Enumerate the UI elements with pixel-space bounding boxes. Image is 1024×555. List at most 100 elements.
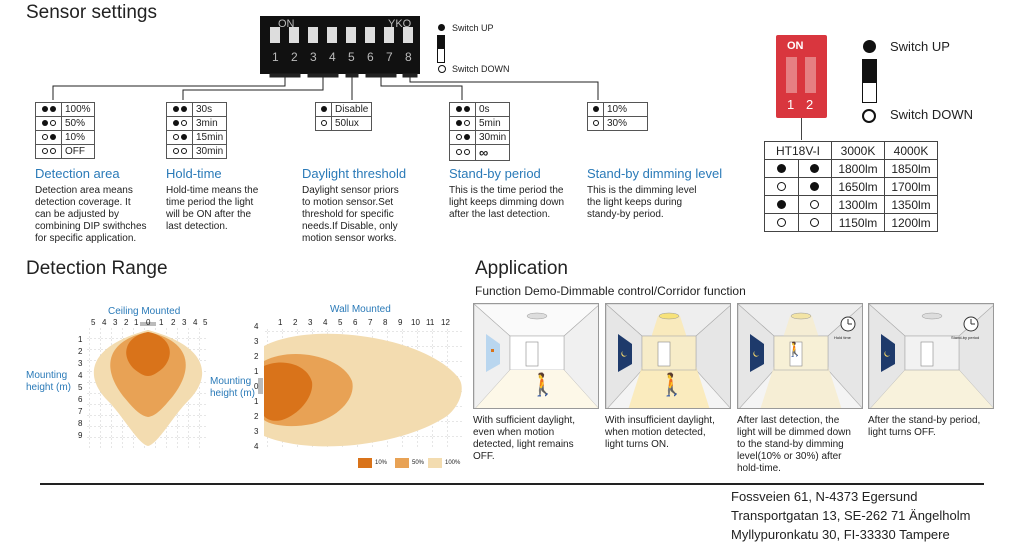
table-row: ∞ — [449, 144, 511, 161]
table-row: Disable — [315, 102, 373, 117]
ht18-chip-num: 2 — [806, 97, 814, 112]
ht18-switch-down-label: Switch DOWN — [890, 107, 974, 122]
table-row: 0s — [449, 102, 511, 117]
table-row: HT18V-I 3000K 4000K — [764, 141, 938, 160]
table-row: 15min — [166, 130, 228, 145]
app-panel-2: 🚶 — [605, 303, 731, 409]
address-line: Transportgatan 13, SE-262 71 Ängelholm — [731, 508, 971, 523]
legend-label: 10% — [375, 460, 388, 466]
tick-label: 2 — [171, 318, 176, 327]
legend-swatch — [395, 458, 409, 468]
walking-person-icon: 🚶 — [529, 372, 557, 397]
table-row: 30s — [166, 102, 228, 117]
tick-label: 5 — [78, 383, 83, 392]
stand-by-period-table: 0s 5min 30min ∞ — [449, 102, 511, 161]
detection-range-title: Detection Range — [26, 258, 168, 279]
wall-mounted-label: Wall Mounted — [330, 304, 391, 315]
dip-number: 2 — [291, 50, 298, 64]
app-caption-1: With sufficient daylight,even when motio… — [473, 415, 576, 462]
table-row: 1800lm 1850lm — [764, 159, 938, 178]
footer-address: Fossveien 61, N-4373 Egersund Transportg… — [731, 487, 970, 544]
table-row: 30min — [449, 130, 511, 145]
table-row: 3min — [166, 116, 228, 131]
daylight-threshold-title: Daylight threshold — [302, 166, 407, 181]
tick-label: 12 — [441, 318, 450, 327]
table-row: 30min — [166, 144, 228, 159]
corridor-scene — [869, 304, 993, 408]
stand-by-dimming-table: 10% 30% — [587, 102, 649, 131]
tick-label: 1 — [254, 397, 259, 406]
table-row: 30% — [587, 116, 649, 131]
tick-label: 3 — [182, 318, 187, 327]
dip-switch-3 — [308, 27, 318, 43]
tick-label: 7 — [78, 407, 83, 416]
tick-label: 4 — [78, 371, 83, 380]
tick-label: 3 — [113, 318, 118, 327]
tick-label: 5 — [203, 318, 208, 327]
walking-person-icon: 🚶 — [658, 372, 686, 397]
tick-label: 3 — [78, 359, 83, 368]
switch-down-label: Switch DOWN — [452, 64, 510, 74]
application-subtitle: Function Demo-Dimmable control/Corridor … — [475, 284, 746, 298]
ht18-chip-num: 1 — [787, 97, 795, 112]
table-row: 10% — [35, 130, 95, 145]
stand-by-period-tag: Stand-by period — [951, 335, 980, 340]
dip-connector-lines — [52, 73, 599, 100]
corridor-scene — [606, 304, 730, 408]
ht18-chip-switch-1 — [786, 57, 797, 93]
table-row: 1150lm 1200lm — [764, 213, 938, 232]
dip-switch-7 — [384, 27, 394, 43]
table-row: 1300lm 1350lm — [764, 195, 938, 214]
tick-label: 0 — [146, 318, 151, 327]
ht18-switch-down-icon — [862, 109, 876, 123]
address-line: Fossveien 61, N-4373 Egersund — [731, 489, 918, 504]
detection-area-title: Detection area — [35, 166, 120, 181]
switch-down-dot-icon — [438, 65, 446, 73]
ht18-chip-switch-2 — [805, 57, 816, 93]
ht18-switch-up-icon — [863, 40, 876, 53]
hold-time-tag: Hold time — [834, 335, 851, 340]
dip-switch-block: ON YKO 1 2 3 4 5 6 7 8 — [260, 16, 420, 74]
application-title: Application — [475, 258, 568, 279]
dip-number: 4 — [329, 50, 336, 64]
legend-label: 50% — [412, 460, 425, 466]
table-row: OFF — [35, 144, 95, 159]
dip-number: 1 — [272, 50, 279, 64]
table-row: 10% — [587, 102, 649, 117]
tick-label: 8 — [383, 318, 388, 327]
tick-label: 6 — [353, 318, 358, 327]
ceiling-mounted-label: Ceiling Mounted — [108, 306, 181, 317]
tick-label: 2 — [254, 352, 259, 361]
legend-swatch — [358, 458, 372, 468]
table-row: 50% — [35, 116, 95, 131]
table-row: 1650lm 1700lm — [764, 177, 938, 196]
hold-time-table: 30s 3min 15min 30min — [166, 102, 228, 159]
dip-switch-5 — [346, 27, 356, 43]
tick-label: 10 — [411, 318, 420, 327]
dip-switch-8 — [403, 27, 413, 43]
tick-label: 8 — [78, 419, 83, 428]
tick-label: 4 — [323, 318, 328, 327]
dip-number: 6 — [367, 50, 374, 64]
dip-number: 3 — [310, 50, 317, 64]
dip-number: 7 — [386, 50, 393, 64]
tick-label: 1 — [78, 335, 83, 344]
footer-divider — [40, 483, 984, 485]
tick-label: 4 — [254, 442, 259, 451]
tick-label: 5 — [338, 318, 343, 327]
app-panel-3: Hold time 🚶 — [737, 303, 863, 409]
ceiling-range-diagram: 5 4 3 2 1 0 1 2 3 4 5 1 2 3 4 5 6 7 8 9 — [78, 318, 208, 448]
tick-label: 9 — [398, 318, 403, 327]
table-row: 100% — [35, 102, 95, 117]
switch-toggle-icon — [437, 35, 445, 63]
stand-by-dimming-title: Stand-by dimming level — [587, 166, 723, 181]
daylight-threshold-table: Disable 50lux — [315, 102, 373, 131]
ht18-switch-toggle-icon — [862, 59, 877, 103]
address-line: Myllypuronkatu 30, FI-33330 Tampere — [731, 527, 950, 542]
